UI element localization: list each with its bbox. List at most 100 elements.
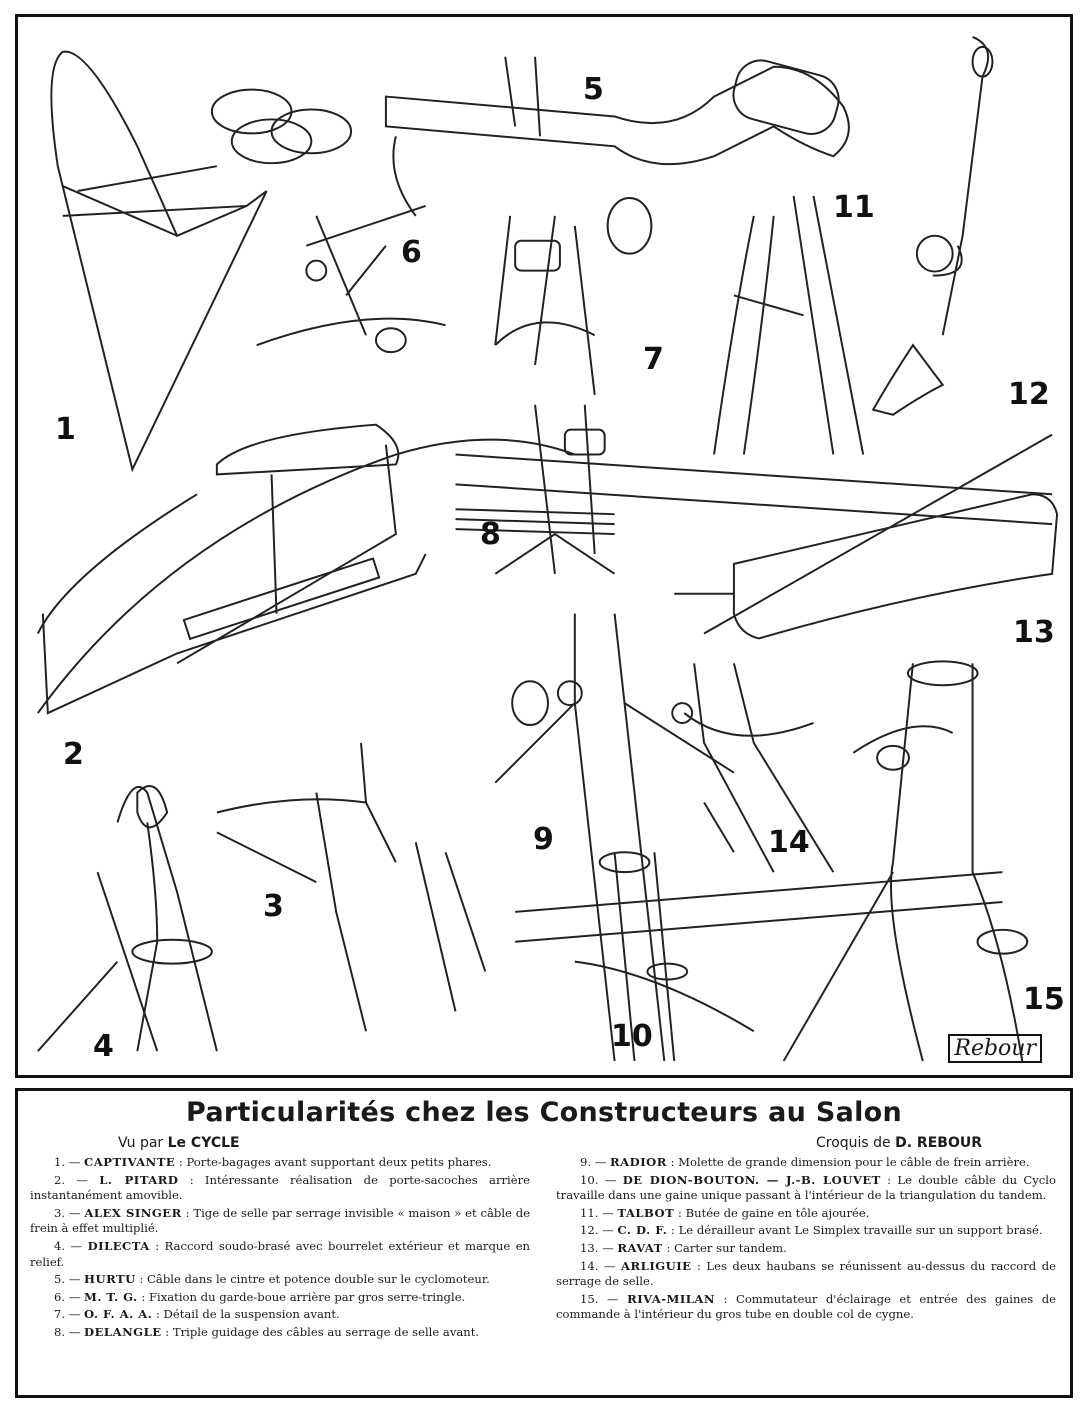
illustration-panel: 1 2 3 4 5 6 7 8 9 10 11 12 13 14 15 Rebo…	[15, 14, 1073, 1078]
sketch-8-cable-guide	[455, 404, 1053, 575]
byline-left-prefix: Vu par	[118, 1135, 164, 1151]
caption-column-left: 1. — CAPTIVANTE : Porte-bagages avant su…	[30, 1155, 530, 1343]
caption-item-text: : Le double câble du Cyclo travaille dan…	[556, 1172, 1056, 1203]
caption-item-number: 13. —	[580, 1240, 614, 1255]
caption-item-brand: RIVA-MILAN	[627, 1291, 716, 1306]
caption-item-text: : Triple guidage des câbles au serrage d…	[165, 1324, 480, 1339]
sketch-3-seat-post	[216, 742, 487, 1032]
caption-item-number: 8. —	[54, 1324, 81, 1339]
sketch-11-cable-stop	[713, 195, 865, 455]
figure-label-7: 7	[643, 342, 664, 377]
article-title: Particularités chez les Constructeurs au…	[185, 1097, 903, 1128]
byline-right-prefix: Croquis de	[815, 1135, 891, 1151]
caption-item-brand: O. F. A. A.	[84, 1307, 153, 1322]
sketch-6-mudguard-clamp	[256, 204, 446, 354]
caption-item-text: : Câble dans le cintre et potence double…	[139, 1272, 490, 1287]
sketch-12-front-derailleur	[871, 35, 994, 416]
caption-item-brand: L. PITARD	[99, 1172, 179, 1187]
figure-label-6: 6	[401, 235, 422, 270]
caption-item-text: : Fixation du garde-boue arrière par gro…	[141, 1289, 466, 1304]
figure-label-2: 2	[63, 737, 84, 772]
caption-item-brand: ARLIGUIE	[621, 1258, 692, 1273]
caption-item: 1. — CAPTIVANTE : Porte-bagages avant su…	[30, 1155, 530, 1171]
caption-item-brand: M. T. G.	[84, 1289, 138, 1304]
caption-item: 8. — DELANGLE : Triple guidage des câble…	[30, 1325, 530, 1341]
byline-left-name: Le CYCLE	[167, 1135, 240, 1151]
caption-item-number: 11. —	[580, 1205, 614, 1220]
figure-label-14: 14	[768, 825, 810, 860]
caption-item-brand: DILECTA	[87, 1238, 150, 1253]
artist-signature: Rebour	[948, 1034, 1042, 1063]
caption-item-text: : Butée de gaine en tôle ajourée.	[677, 1205, 870, 1220]
caption-item-text: : Carter sur tandem.	[666, 1240, 787, 1255]
caption-item-text: : Intéressante réalisation de porte-saco…	[30, 1172, 530, 1203]
caption-item: 11. — TALBOT : Butée de gaine en tôle aj…	[556, 1206, 1056, 1222]
figure-label-3: 3	[263, 889, 284, 924]
figure-label-11: 11	[833, 190, 875, 225]
caption-item-number: 12. —	[580, 1223, 614, 1238]
caption-item: 2. — L. PITARD : Intéressante réalisatio…	[30, 1173, 530, 1204]
caption-item-text: : Le dérailleur avant Le Simplex travail…	[671, 1223, 1043, 1238]
sketch-4-lug	[37, 785, 218, 1052]
bicycle-parts-sketches	[36, 35, 1059, 1062]
figure-label-4: 4	[93, 1029, 114, 1064]
caption-item-brand: DE DION-BOUTON. — J.-B. LOUVET	[622, 1172, 881, 1187]
caption-item: 3. — ALEX SINGER : Tige de selle par ser…	[30, 1206, 530, 1237]
caption-column-right: 9. — RADIOR : Molette de grande dimensio…	[556, 1155, 1056, 1325]
caption-item-brand: CAPTIVANTE	[84, 1155, 176, 1169]
caption-item-text: : Commutateur d'éclairage et entrée des …	[556, 1291, 1057, 1322]
caption-item: 10. — DE DION-BOUTON. — J.-B. LOUVET : L…	[556, 1173, 1056, 1204]
caption-item-number: 15. —	[580, 1291, 619, 1306]
caption-item: 12. — C. D. F. : Le dérailleur avant Le …	[556, 1223, 1056, 1239]
caption-item-brand: HURTU	[84, 1272, 136, 1287]
caption-item-number: 6. —	[54, 1289, 81, 1304]
caption-item-number: 2. —	[54, 1172, 88, 1187]
caption-item-brand: RAVAT	[617, 1240, 663, 1255]
caption-item-text: : Molette de grande dimension pour le câ…	[670, 1155, 1030, 1169]
byline-left: Vu par Le CYCLE	[118, 1135, 240, 1151]
caption-item: 7. — O. F. A. A. : Détail de la suspensi…	[30, 1307, 530, 1323]
caption-item-brand: DELANGLE	[84, 1324, 162, 1339]
caption-item-text: : Les deux haubans se réunissent au-dess…	[556, 1258, 1056, 1289]
caption-item-number: 9. —	[580, 1155, 607, 1169]
caption-panel: Particularités chez les Constructeurs au…	[15, 1088, 1073, 1398]
figure-label-5: 5	[583, 72, 604, 107]
byline-right-name: D. REBOUR	[895, 1135, 982, 1151]
caption-item-brand: TALBOT	[617, 1205, 675, 1220]
caption-item-number: 3. —	[54, 1205, 81, 1220]
sketch-15-gooseneck	[782, 660, 1029, 1062]
caption-item: 9. — RADIOR : Molette de grande dimensio…	[556, 1155, 1056, 1171]
caption-item-brand: ALEX SINGER	[84, 1205, 182, 1220]
caption-item-brand: RADIOR	[610, 1155, 667, 1169]
figure-label-10: 10	[611, 1019, 653, 1054]
sketch-14-seat-stays	[671, 663, 835, 873]
caption-item-brand: C. D. F.	[617, 1223, 668, 1238]
caption-item: 13. — RAVAT : Carter sur tandem.	[556, 1241, 1056, 1257]
caption-item: 4. — DILECTA : Raccord soudo-brasé avec …	[30, 1239, 530, 1270]
caption-item-number: 10. —	[580, 1172, 617, 1187]
caption-item-text: : Raccord soudo-brasé avec bourrelet ext…	[30, 1238, 531, 1269]
figure-label-13: 13	[1013, 615, 1055, 650]
sketch-5-handlebar	[384, 56, 850, 217]
caption-item-text: : Porte-bagages avant supportant deux pe…	[178, 1155, 492, 1169]
caption-item-number: 1. —	[54, 1155, 81, 1169]
caption-item: 6. — M. T. G. : Fixation du garde-boue a…	[30, 1290, 530, 1306]
caption-item-number: 4. —	[54, 1238, 83, 1253]
caption-item-number: 5. —	[54, 1272, 81, 1287]
caption-item: 5. — HURTU : Câble dans le cintre et pot…	[30, 1272, 530, 1288]
figure-label-9: 9	[533, 822, 554, 857]
figure-label-15: 15	[1023, 982, 1065, 1017]
caption-item-number: 7. —	[54, 1307, 81, 1322]
caption-item: 14. — ARLIGUIE : Les deux haubans se réu…	[556, 1259, 1056, 1290]
sketch-7-front-suspension	[494, 196, 653, 395]
figure-label-1: 1	[55, 412, 76, 447]
sketch-10-tandem-cable	[515, 851, 1003, 1062]
caption-item-text: : Détail de la suspension avant.	[155, 1307, 340, 1322]
sketch-1-front-rack	[50, 50, 353, 473]
byline-right: Croquis de D. REBOUR	[816, 1135, 982, 1151]
caption-item-number: 14. —	[580, 1258, 616, 1273]
sketch-13-chain-guard	[674, 433, 1059, 640]
sketch-9-brake-wheel	[494, 613, 735, 1062]
caption-item: 15. — RIVA-MILAN : Commutateur d'éclaira…	[556, 1292, 1056, 1323]
sketch-2-rear-bag-carrier	[36, 423, 576, 715]
